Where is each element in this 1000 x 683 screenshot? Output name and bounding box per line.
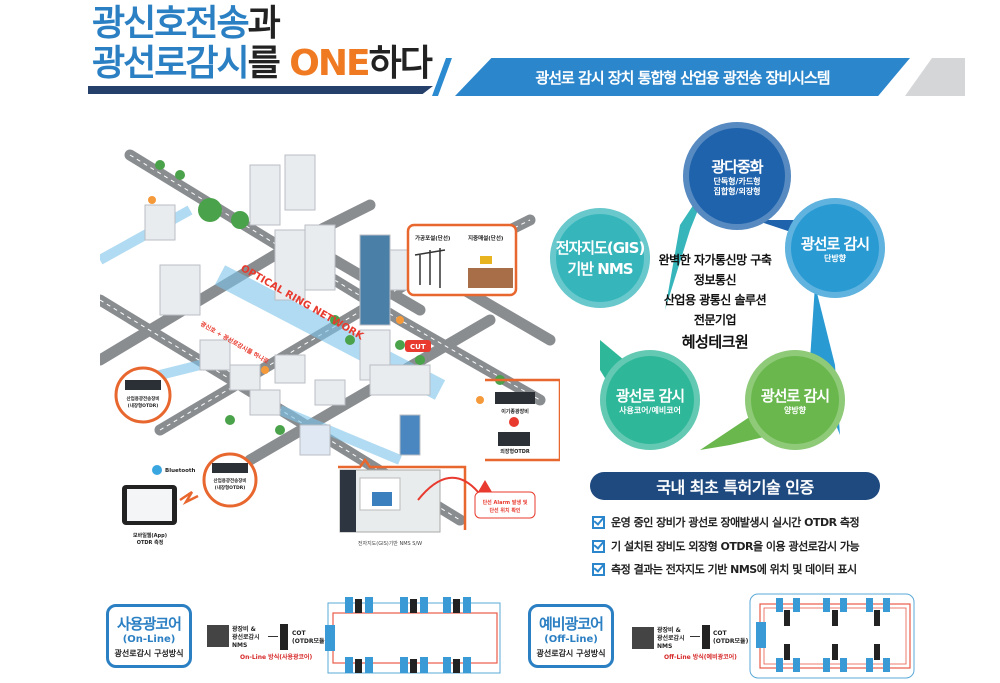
cycle-node-unidirectional: 광선로 감시 단방향: [785, 198, 885, 298]
patent-item: 운영 중인 장비가 광선로 장애발생시 실시간 OTDR 측정: [592, 514, 860, 530]
company-name: 혜성테크원: [681, 333, 749, 351]
svg-text:Bluetooth: Bluetooth: [165, 468, 196, 474]
nms-pc-icon: [207, 625, 229, 647]
cycle-node-gis-nms: 전자지도(GIS) 기반 NMS: [550, 208, 650, 308]
device2-label: 산업용광전송장비: [213, 477, 246, 484]
offline-caption: Off-Line 방식(예비광코어): [664, 654, 737, 661]
nms-pc-icon: [632, 627, 654, 649]
mobile-label: 모바일웹(App): [133, 532, 167, 539]
offline-ring-diagram: [749, 593, 915, 679]
svg-text:(내장형OTDR): (내장형OTDR): [128, 402, 159, 409]
svg-text:OTDR 측정: OTDR 측정: [137, 539, 164, 546]
online-core-box: 사용광코어 (On-Line) 광선로감시 구성방식: [106, 604, 192, 668]
online-cot-label: COT(OTDR모듈): [292, 630, 328, 645]
headline-line2: 광선로감시를 ONE하다: [92, 43, 433, 84]
hetero-equipment-label: 이기종광장비: [501, 408, 529, 415]
bluetooth-icon: [152, 465, 162, 475]
online-ring-diagram: [325, 597, 501, 674]
svg-text:단선 위치 확인: 단선 위치 확인: [489, 507, 520, 514]
aerial-label: 가공포설(단선): [415, 234, 451, 242]
decorative-gray-band: [905, 58, 965, 96]
decorative-slash: [432, 58, 452, 96]
offline-cot-label: COT(OTDR모듈): [713, 630, 749, 645]
cycle-node-core: 광선로 감시 사용코어/예비코어: [600, 350, 700, 450]
wireless-bolt-icon: [179, 490, 199, 506]
checkbox-icon: [592, 539, 605, 553]
warning-icon: [478, 480, 492, 492]
cot-device-icon: [280, 624, 288, 650]
cycle-node-multiplexing: 광다중화 단독형/카드형 집합형/외장형: [683, 122, 791, 230]
online-caption: On-Line 방식(사용광코어): [240, 654, 313, 661]
alarm-label: 단선 Alarm 발생 및: [483, 499, 528, 506]
patent-banner: 국내 최초 특허기술 인증: [590, 472, 880, 500]
tagline-band: 광선로 감시 장치 통합형 산업용 광전송 장비시스템: [455, 58, 910, 96]
checkbox-icon: [592, 515, 605, 529]
nms-caption: 전자지도(GIS)기반 NMS S/W: [358, 540, 422, 547]
patent-item: 기 설치된 장비도 외장형 OTDR을 이용 광선로감시 가능: [592, 538, 860, 554]
patent-item: 측정 결과는 전자지도 기반 NMS에 위치 및 데이터 표시: [592, 561, 857, 577]
underground-label: 지중매설(단선): [468, 234, 504, 242]
headline-underline: [88, 86, 433, 94]
headline-line1: 광신호전송과: [92, 3, 281, 44]
offline-core-box: 예비광코어 (Off-Line) 광선로감시 구성방식: [528, 604, 614, 668]
svg-text:(내장형OTDR): (내장형OTDR): [215, 484, 246, 491]
cut-label: CUT: [410, 343, 426, 351]
device1-label: 산업용광전송장비: [126, 395, 159, 402]
cycle-node-bidirectional: 광선로 감시 양방향: [745, 350, 845, 450]
cycle-center-text: 완벽한 자가통신망 구축 정보통신 산업용 광통신 솔루션 전문기업 혜성테크원: [640, 250, 790, 352]
cot-device-icon: [702, 625, 710, 649]
external-otdr-label: 외장형OTDR: [500, 448, 530, 455]
city-network-illustration: OPTICAL RING NETWORK 광신호 + 광선로감시를 하나로 CU…: [100, 149, 560, 547]
checkbox-icon: [592, 562, 605, 576]
